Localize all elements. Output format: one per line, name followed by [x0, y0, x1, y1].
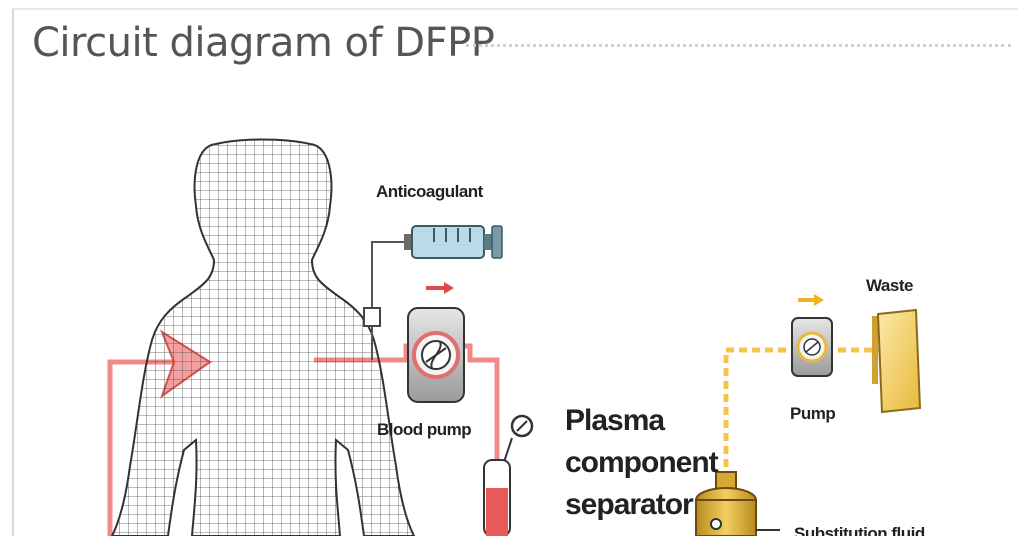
plasma-pump-icon: [792, 294, 832, 376]
waste-label: Waste: [866, 276, 913, 296]
diagram-frame: Circuit diagram of DFPP Anticoagulant Bl…: [12, 8, 1018, 536]
separator-label-line3: separator: [565, 484, 693, 526]
title-divider: [466, 44, 1011, 47]
page-title: Circuit diagram of DFPP: [32, 20, 494, 66]
drip-chamber: [484, 460, 510, 536]
circuit-diagram: [14, 10, 1018, 536]
separator-label-line1: Plasma: [565, 400, 664, 442]
separator-label-line2: component: [565, 442, 718, 484]
substitution-fluid-label: Substitution fluid: [794, 524, 925, 536]
anticoagulant-label: Anticoagulant: [376, 182, 483, 202]
patient-figure: [112, 140, 414, 536]
pump-label: Pump: [790, 404, 835, 424]
pressure-gauge-icon: [504, 416, 532, 462]
blood-pump-label: Blood pump: [377, 420, 471, 440]
waste-bag-icon: [872, 310, 920, 412]
blood-pump-icon: [408, 282, 464, 402]
